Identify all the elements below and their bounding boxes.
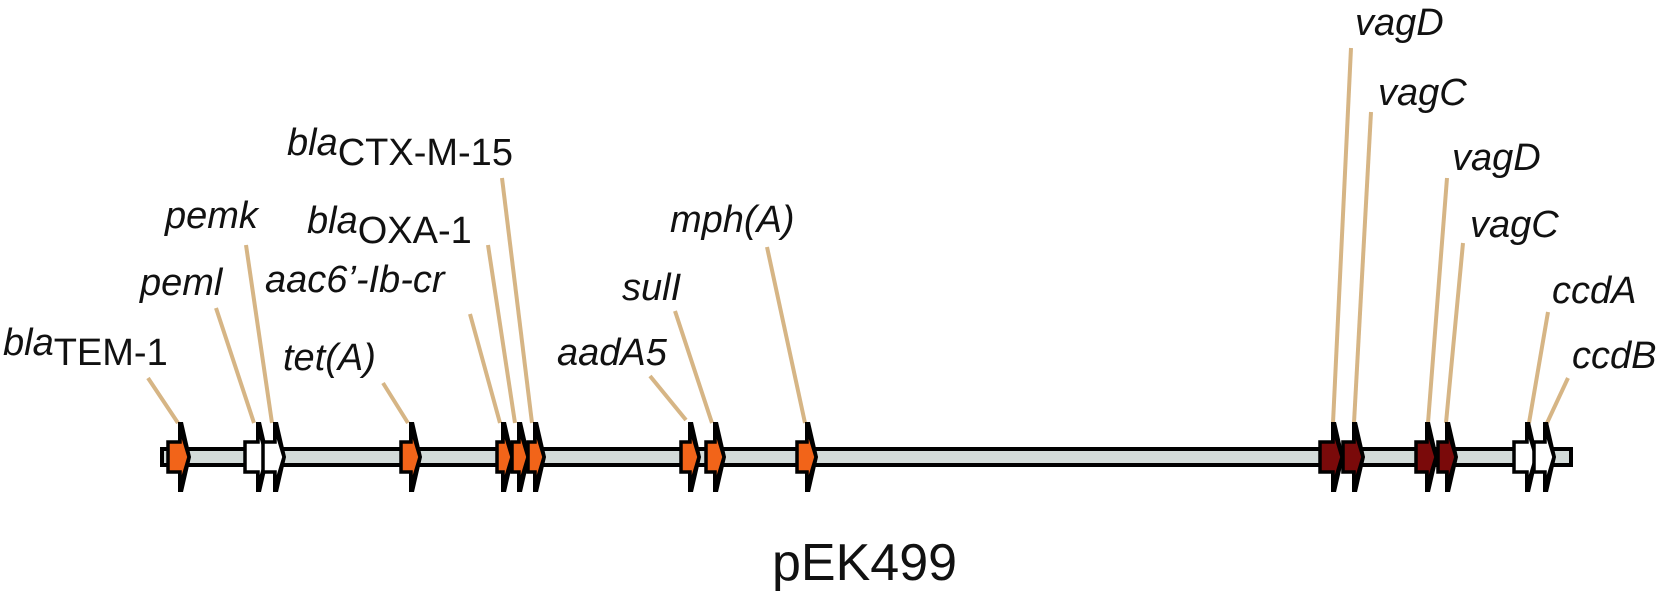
gene-arrow-vagD-2[interactable] xyxy=(1414,422,1438,492)
gene-arrow-mphA[interactable] xyxy=(795,422,818,492)
gene-label-name: peml xyxy=(139,262,224,304)
leader-line-peml xyxy=(214,307,256,424)
gene-arrow-blaCTX-M-15[interactable] xyxy=(526,422,546,492)
gene-label-name: ccdA xyxy=(1552,270,1636,312)
gene-label-pemk: pemk xyxy=(164,195,260,237)
gene-arrow-vagC-2[interactable] xyxy=(1436,422,1458,492)
leader-line-ccdB xyxy=(1545,377,1570,424)
leader-line-blaOXA-1 xyxy=(486,244,517,424)
leader-lines xyxy=(146,47,1570,425)
gene-label-subscript: TEM-1 xyxy=(54,332,168,374)
gene-label-vagD-1: vagD xyxy=(1355,2,1444,44)
gene-arrows xyxy=(166,422,1556,492)
gene-label-name: vagD xyxy=(1355,2,1444,44)
gene-label-vagD-2: vagD xyxy=(1452,137,1541,179)
gene-label-blaCTX-M-15: blaCTX-M-15 xyxy=(287,122,513,174)
leader-line-tetA xyxy=(381,381,410,425)
leader-line-vagD-2 xyxy=(1426,177,1449,424)
gene-arrow-vagD-1[interactable] xyxy=(1318,422,1344,492)
gene-arrow-pemk[interactable] xyxy=(261,422,286,492)
gene-arrow-aac6-Ib-cr[interactable] xyxy=(495,422,514,492)
gene-arrow-blaTEM-1[interactable] xyxy=(166,422,191,492)
gene-label-name: aadA5 xyxy=(557,332,668,374)
gene-labels: blaTEM-1pemlpemktet(A)aac6’-Ib-crblaOXA-… xyxy=(3,2,1656,379)
gene-label-subscript: CTX-M-15 xyxy=(338,132,513,174)
leader-line-vagD-1 xyxy=(1331,47,1353,424)
gene-label-vagC-1: vagC xyxy=(1378,72,1467,114)
gene-arrow-vagC-1[interactable] xyxy=(1341,422,1365,492)
gene-label-name: aac6’-Ib-cr xyxy=(265,259,446,301)
leader-line-sulI xyxy=(673,310,714,424)
gene-label-blaTEM-1: blaTEM-1 xyxy=(3,322,168,374)
gene-label-peml: peml xyxy=(139,262,224,304)
leader-line-aadA5 xyxy=(648,374,688,422)
plasmid-title: pEK499 xyxy=(772,534,957,592)
gene-label-ccdA: ccdA xyxy=(1552,270,1636,312)
gene-label-name: vagC xyxy=(1470,204,1559,246)
gene-label-name: pemk xyxy=(164,195,260,237)
gene-label-name: sulI xyxy=(622,267,682,309)
gene-label-name: vagD xyxy=(1452,137,1541,179)
gene-label-name: ccdB xyxy=(1572,335,1656,377)
leader-line-aac6-Ib-cr xyxy=(468,313,502,424)
gene-label-prefix: bla xyxy=(287,122,338,164)
leader-line-vagC-2 xyxy=(1444,242,1465,424)
gene-arrow-sulI[interactable] xyxy=(704,422,726,492)
leader-line-vagC-1 xyxy=(1352,111,1373,424)
leader-line-blaCTX-M-15 xyxy=(500,177,534,424)
gene-label-aadA5: aadA5 xyxy=(557,332,668,374)
leader-line-mphA xyxy=(765,246,807,424)
gene-arrow-ccdA[interactable] xyxy=(1512,422,1538,492)
gene-label-prefix: bla xyxy=(3,322,54,364)
leader-line-pemk xyxy=(244,244,274,424)
gene-arrow-ccdB[interactable] xyxy=(1532,422,1556,492)
gene-arrow-blaOXA-1[interactable] xyxy=(510,422,530,492)
gene-label-name: tet(A) xyxy=(283,337,376,379)
gene-label-tetA: tet(A) xyxy=(283,337,376,379)
gene-arrow-aadA5[interactable] xyxy=(679,422,701,492)
leader-line-ccdA xyxy=(1527,311,1550,424)
gene-label-blaOXA-1: blaOXA-1 xyxy=(307,200,472,252)
gene-label-name: vagC xyxy=(1378,72,1467,114)
gene-label-ccdB: ccdB xyxy=(1572,335,1656,377)
gene-label-vagC-2: vagC xyxy=(1470,204,1559,246)
gene-label-prefix: bla xyxy=(307,200,358,242)
gene-label-subscript: OXA-1 xyxy=(358,210,472,252)
leader-line-blaTEM-1 xyxy=(146,376,180,425)
gene-arrow-tetA[interactable] xyxy=(399,422,422,492)
gene-label-aac6-Ib-cr: aac6’-Ib-cr xyxy=(265,259,446,301)
gene-label-mphA: mph(A) xyxy=(670,199,795,241)
gene-label-name: mph(A) xyxy=(670,199,795,241)
gene-label-sulI: sulI xyxy=(622,267,682,309)
